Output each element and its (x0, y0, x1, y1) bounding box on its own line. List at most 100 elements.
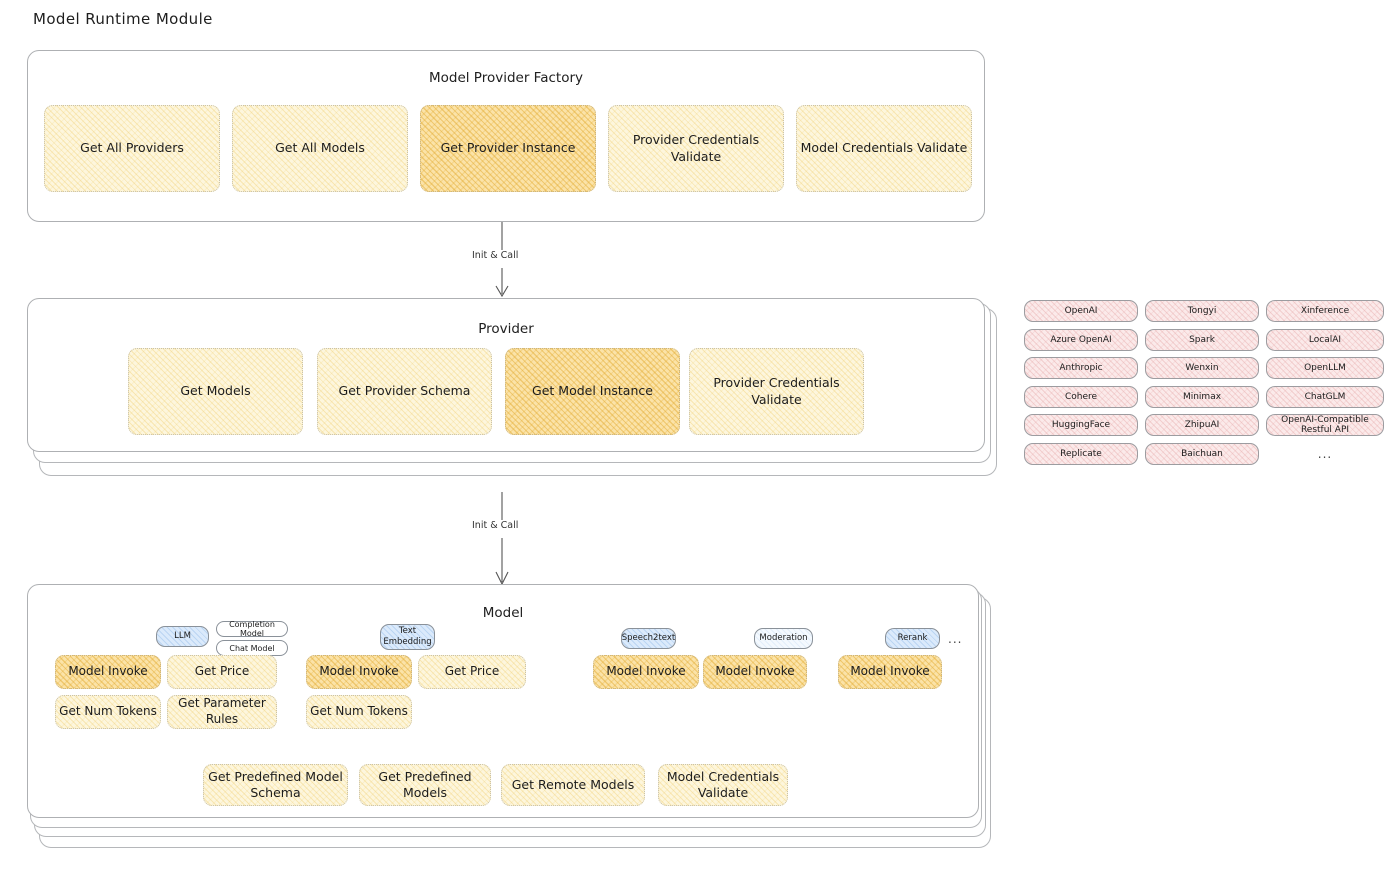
page-title: Model Runtime Module (33, 10, 213, 28)
model-provider-factory-nodes: Get All Providers Get All Models Get Provi… (27, 50, 985, 222)
model-method-text-embedding-get-price[interactable]: Get Price (418, 655, 526, 689)
provider-chip-baichuan[interactable]: Baichuan (1145, 442, 1259, 465)
factory-node-get-provider-instance-label: Get Provider Instance (440, 140, 576, 156)
model-shared-method-get-predefined-model-schema-label: Get Predefined Model Schema (208, 768, 343, 801)
model-type-chip-moderation[interactable]: Moderation (754, 628, 813, 649)
arrow-label-init-call-2: Init & Call (469, 520, 522, 531)
model-shared-method-get-predefined-models[interactable]: Get Predefined Models (359, 764, 491, 806)
provider-chip-tongyi[interactable]: Tongyi (1145, 300, 1259, 322)
model-type-chip-speech2text-label: Speech2text (621, 633, 676, 644)
model-method-llm-get-price[interactable]: Get Price (167, 655, 277, 689)
provider-chip-baichuan-label: Baichuan (1181, 448, 1223, 459)
provider-chip-azure-openai-label: Azure OpenAI (1050, 334, 1112, 345)
model-type-tag-completion-model-label: Completion Model (229, 620, 275, 638)
model-method-llm-get-parameter-rules[interactable]: Get Parameter Rules (167, 695, 277, 729)
provider-chip-spark[interactable]: Spark (1145, 328, 1259, 351)
provider-chip-cohere[interactable]: Cohere (1024, 385, 1138, 408)
model-type-chip-llm-label: LLM (174, 631, 191, 642)
factory-node-provider-credentials-validate-label: Provider Credentials Validate (632, 132, 760, 164)
factory-node-get-all-providers-label: Get All Providers (80, 140, 184, 156)
model-types-more: ... (948, 632, 963, 646)
model-type-chip-text-embedding[interactable]: Text Embedding (380, 624, 435, 650)
provider-chip-azure-openai[interactable]: Azure OpenAI (1024, 328, 1138, 351)
provider-chip-zhipuai[interactable]: ZhipuAI (1145, 414, 1259, 436)
model-method-moderation-model-invoke-label: Model Invoke (715, 664, 795, 679)
model-method-llm-model-invoke-label: Model Invoke (68, 664, 148, 679)
provider-chip-replicate[interactable]: Replicate (1024, 442, 1138, 465)
arrow-factory-to-provider: Init & Call (440, 222, 580, 300)
model-shared-method-get-remote-models-label: Get Remote Models (511, 776, 635, 792)
model-type-chip-llm[interactable]: LLM (156, 626, 209, 647)
provider-chip-xinference-label: Xinference (1300, 306, 1350, 316)
model-method-text-embedding-get-price-label: Get Price (444, 664, 500, 679)
provider-chip-openai-compatible-restful-api[interactable]: OpenAI-Compatible Restful API (1266, 414, 1384, 436)
provider-node-get-models[interactable]: Get Models (128, 348, 303, 435)
model-type-chip-rerank[interactable]: Rerank (885, 628, 940, 649)
model-method-moderation-model-invoke[interactable]: Model Invoke (703, 655, 807, 689)
provider-chip-xinference[interactable]: Xinference (1266, 300, 1384, 322)
provider-chip-cohere-label: Cohere (1064, 391, 1098, 402)
provider-chip-minimax[interactable]: Minimax (1145, 385, 1259, 408)
provider-chip-huggingface[interactable]: HuggingFace (1024, 414, 1138, 436)
model-method-text-embedding-model-invoke[interactable]: Model Invoke (306, 655, 412, 689)
provider-list-more: ... (1317, 446, 1333, 461)
model-shared-method-get-predefined-model-schema[interactable]: Get Predefined Model Schema (203, 764, 348, 806)
provider-chip-openllm[interactable]: OpenLLM (1266, 357, 1384, 379)
provider-chip-chatglm-label: ChatGLM (1304, 391, 1346, 402)
model-method-text-embedding-get-num-tokens-label: Get Num Tokens (310, 704, 408, 719)
factory-node-model-credentials-validate-label: Model Credentials Validate (800, 140, 968, 156)
provider-node-get-model-instance-label: Get Model Instance (532, 383, 653, 399)
model-method-llm-get-num-tokens[interactable]: Get Num Tokens (55, 695, 161, 729)
model-type-tag-chat-model-label: Chat Model (229, 643, 275, 653)
model-method-text-embedding-model-invoke-label: Model Invoke (319, 664, 399, 679)
provider-chip-wenxin-label: Wenxin (1185, 363, 1219, 373)
provider-chip-tongyi-label: Tongyi (1187, 306, 1217, 316)
factory-node-get-all-providers[interactable]: Get All Providers (44, 105, 220, 192)
provider-chip-openai-label: OpenAI (1064, 306, 1098, 316)
provider-node-get-provider-schema[interactable]: Get Provider Schema (317, 348, 492, 435)
provider-node-provider-credentials-validate-label: Provider Credentials Validate (713, 375, 840, 407)
provider-chip-chatglm[interactable]: ChatGLM (1266, 385, 1384, 408)
provider-nodes: Get Models Get Provider Schema Get Model I… (27, 298, 985, 452)
model-title: Model (482, 605, 524, 621)
model-method-llm-get-num-tokens-label: Get Num Tokens (59, 704, 157, 719)
provider-chip-localai-label: LocalAI (1308, 334, 1342, 345)
model-method-speech2text-model-invoke[interactable]: Model Invoke (593, 655, 699, 689)
arrow-label-init-call-1: Init & Call (469, 250, 522, 261)
provider-node-provider-credentials-validate[interactable]: Provider Credentials Validate (689, 348, 864, 435)
factory-node-provider-credentials-validate[interactable]: Provider Credentials Validate (608, 105, 784, 192)
model-method-speech2text-model-invoke-label: Model Invoke (606, 664, 686, 679)
provider-node-get-models-label: Get Models (180, 383, 251, 399)
provider-chip-replicate-label: Replicate (1060, 448, 1102, 459)
model-method-llm-get-parameter-rules-label: Get Parameter Rules (178, 696, 266, 726)
factory-node-get-all-models[interactable]: Get All Models (232, 105, 408, 192)
model-shared-method-get-predefined-models-label: Get Predefined Models (378, 768, 472, 801)
model-shared-method-get-remote-models[interactable]: Get Remote Models (501, 764, 645, 806)
arrow-provider-to-model: Init & Call (440, 492, 580, 587)
provider-chip-anthropic[interactable]: Anthropic (1024, 357, 1138, 379)
model-method-rerank-model-invoke[interactable]: Model Invoke (838, 655, 942, 689)
model-type-chip-speech2text[interactable]: Speech2text (621, 628, 676, 649)
provider-node-get-model-instance[interactable]: Get Model Instance (505, 348, 680, 435)
provider-chip-localai[interactable]: LocalAI (1266, 328, 1384, 351)
model-type-chip-rerank-label: Rerank (897, 633, 928, 644)
provider-chip-zhipuai-label: ZhipuAI (1184, 420, 1220, 430)
factory-node-get-all-models-label: Get All Models (275, 140, 365, 156)
model-type-tag-chat-model[interactable]: Chat Model (216, 640, 288, 656)
provider-chip-openai[interactable]: OpenAI (1024, 300, 1138, 322)
model-method-llm-model-invoke[interactable]: Model Invoke (55, 655, 161, 689)
provider-chip-spark-label: Spark (1189, 334, 1215, 345)
model-method-text-embedding-get-num-tokens[interactable]: Get Num Tokens (306, 695, 412, 729)
model-shared-method-model-credentials-validate[interactable]: Model Credentials Validate (658, 764, 788, 806)
factory-node-model-credentials-validate[interactable]: Model Credentials Validate (796, 105, 972, 192)
model-type-chip-moderation-label: Moderation (759, 633, 808, 644)
model-method-llm-get-price-label: Get Price (194, 664, 250, 679)
model-type-tag-completion-model[interactable]: Completion Model (216, 620, 288, 638)
provider-chip-huggingface-label: HuggingFace (1051, 420, 1111, 430)
factory-node-get-provider-instance[interactable]: Get Provider Instance (420, 105, 596, 192)
model-type-chip-text-embedding-label: Text Embedding (383, 626, 432, 647)
provider-chip-minimax-label: Minimax (1182, 391, 1222, 402)
provider-chip-wenxin[interactable]: Wenxin (1145, 357, 1259, 379)
